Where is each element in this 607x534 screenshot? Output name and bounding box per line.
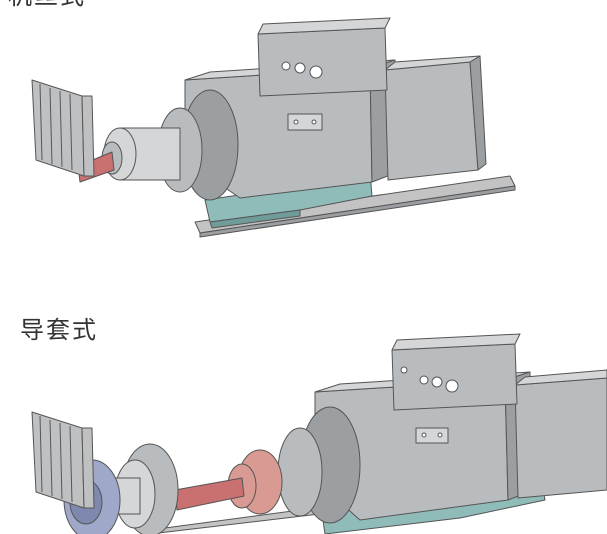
- guide-gearbox: [514, 377, 607, 499]
- guide-bar-stock: [174, 477, 245, 511]
- guide-sleeve-spindle-assembly: [31, 333, 607, 534]
- guide-tool-block: [31, 411, 95, 509]
- top-spindle-assembly: [31, 17, 516, 238]
- section-label-top: 机丝式: [8, 0, 86, 8]
- section-label-guide-sleeve: 导套式: [20, 316, 98, 344]
- top-gearbox: [384, 61, 479, 181]
- top-terminal-box: [257, 27, 388, 97]
- guide-terminal-box: [391, 343, 518, 411]
- top-tool-block: [31, 79, 95, 177]
